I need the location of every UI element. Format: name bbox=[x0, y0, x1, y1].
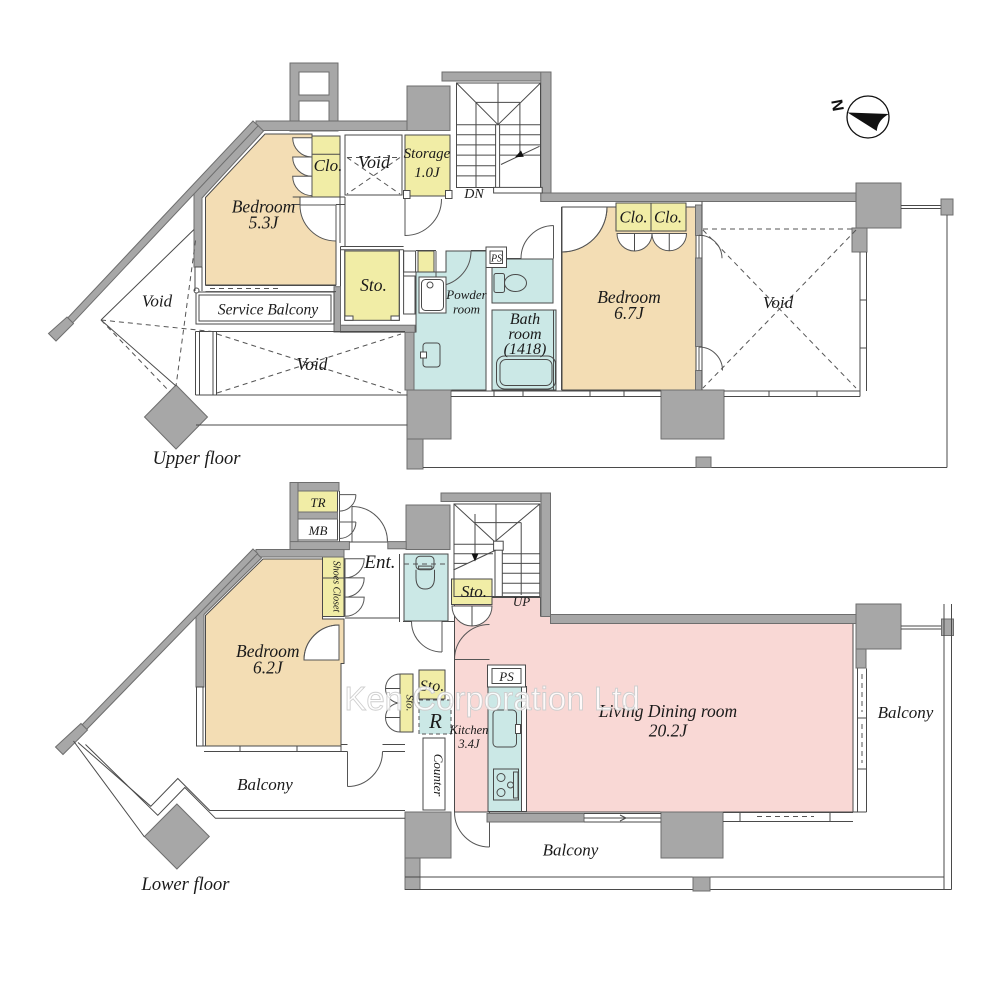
svg-text:Upper floor: Upper floor bbox=[153, 449, 242, 469]
svg-text:Bath: Bath bbox=[510, 311, 540, 328]
svg-text:Sto.: Sto. bbox=[461, 582, 487, 601]
svg-text:(1418): (1418) bbox=[504, 341, 547, 358]
svg-text:Clo.: Clo. bbox=[620, 208, 648, 227]
svg-text:6.7J: 6.7J bbox=[614, 303, 645, 323]
svg-text:Balcony: Balcony bbox=[878, 703, 934, 722]
svg-text:1.0J: 1.0J bbox=[414, 165, 441, 181]
svg-text:N: N bbox=[829, 98, 848, 112]
svg-text:Ken Corporation Ltd: Ken Corporation Ltd bbox=[344, 680, 639, 717]
svg-text:20.2J: 20.2J bbox=[649, 721, 689, 741]
svg-text:Clo.: Clo. bbox=[654, 208, 682, 227]
svg-text:Shoes Closet: Shoes Closet bbox=[331, 561, 342, 613]
svg-text:5.3J: 5.3J bbox=[249, 213, 280, 233]
svg-text:Void: Void bbox=[142, 292, 173, 311]
svg-text:Void: Void bbox=[296, 354, 327, 374]
svg-text:Powder: Powder bbox=[445, 287, 487, 302]
svg-text:room: room bbox=[508, 326, 541, 343]
svg-text:Kitchen: Kitchen bbox=[449, 723, 489, 737]
svg-text:Sto.: Sto. bbox=[420, 678, 444, 695]
svg-text:Sto.: Sto. bbox=[360, 275, 387, 295]
svg-text:Bedroom: Bedroom bbox=[232, 197, 296, 217]
svg-text:Void: Void bbox=[358, 152, 391, 172]
svg-text:Balcony: Balcony bbox=[543, 841, 599, 860]
svg-text:6.2J: 6.2J bbox=[253, 658, 284, 678]
svg-text:Lower floor: Lower floor bbox=[141, 875, 231, 895]
svg-text:Living Dining room: Living Dining room bbox=[598, 701, 737, 721]
svg-text:Counter: Counter bbox=[431, 754, 446, 798]
svg-text:Ent.: Ent. bbox=[363, 552, 395, 573]
svg-text:Service Balcony: Service Balcony bbox=[218, 302, 318, 319]
svg-text:MB: MB bbox=[308, 523, 328, 538]
svg-text:R: R bbox=[428, 709, 442, 733]
svg-text:PS: PS bbox=[498, 669, 514, 684]
svg-text:Bedroom: Bedroom bbox=[597, 287, 661, 307]
svg-text:Sto.: Sto. bbox=[404, 695, 416, 712]
svg-text:TR: TR bbox=[310, 495, 325, 510]
svg-text:Clo.: Clo. bbox=[314, 156, 343, 175]
svg-text:room: room bbox=[453, 302, 480, 317]
svg-text:3.4J: 3.4J bbox=[457, 737, 481, 751]
svg-text:UP: UP bbox=[513, 594, 530, 609]
svg-text:DN: DN bbox=[463, 187, 484, 202]
svg-text:Bedroom: Bedroom bbox=[236, 641, 300, 661]
svg-text:PS: PS bbox=[490, 254, 502, 265]
svg-text:Void: Void bbox=[763, 293, 794, 312]
svg-text:Balcony: Balcony bbox=[237, 775, 293, 794]
svg-text:Storage: Storage bbox=[404, 146, 451, 162]
